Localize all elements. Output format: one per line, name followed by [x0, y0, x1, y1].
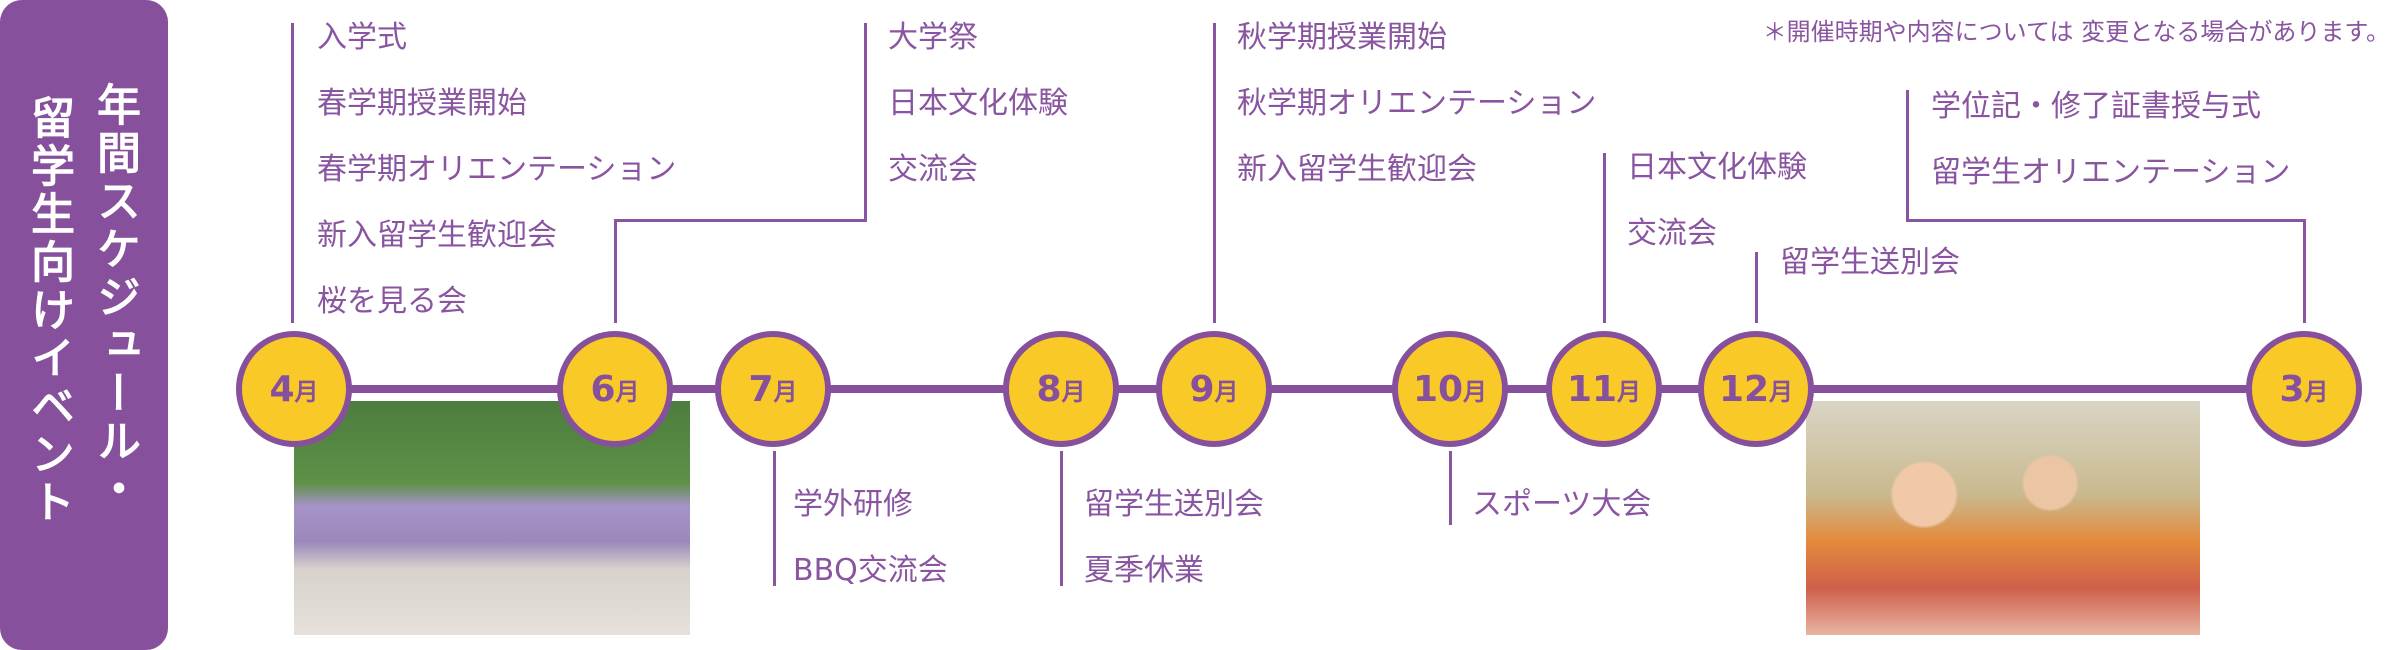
event-item: 春学期授業開始 — [317, 86, 527, 121]
event-item: 新入留学生歓迎会 — [317, 218, 557, 253]
event-item: 大学祭 — [888, 20, 978, 55]
event-item: 春学期オリエンテーション — [317, 152, 677, 187]
photo-kimono — [1806, 401, 2200, 635]
event-item: 日本文化体験 — [1627, 150, 1807, 185]
event-item: 夏季休業 — [1084, 553, 1204, 588]
events-jun: 大学祭 日本文化体験 交流会 — [888, 5, 1068, 203]
connector-nov — [1603, 153, 1606, 323]
disclaimer-note: ＊開催時期や内容については 変更となる場合があります。 — [1762, 18, 2390, 46]
event-item: BBQ交流会 — [793, 553, 948, 588]
timeline-line — [294, 385, 2304, 393]
event-item: スポーツ大会 — [1472, 487, 1652, 522]
connector-oct — [1449, 451, 1452, 525]
connector-jul — [773, 451, 776, 586]
event-item: 留学生送別会 — [1084, 487, 1264, 522]
event-item: 秋学期授業開始 — [1237, 20, 1447, 55]
events-apr: 入学式 春学期授業開始 春学期オリエンテーション 新入留学生歓迎会 桜を見る会 — [317, 5, 676, 335]
title-line1: 年間スケジュール・ — [89, 82, 140, 514]
event-item: 交流会 — [888, 152, 978, 187]
events-sep: 秋学期授業開始 秋学期オリエンテーション 新入留学生歓迎会 — [1237, 5, 1596, 203]
connector-apr — [291, 23, 294, 323]
event-item: 留学生オリエンテーション — [1931, 155, 2291, 190]
events-jul: 学外研修 BBQ交流会 — [793, 472, 948, 604]
event-item: 秋学期オリエンテーション — [1237, 86, 1597, 121]
event-item: 桜を見る会 — [317, 284, 467, 319]
events-dec: 留学生送別会 — [1780, 230, 1960, 296]
events-oct: スポーツ大会 — [1472, 472, 1651, 538]
connector-mar — [2303, 219, 2306, 323]
event-item: 学位記・修了証書授与式 — [1931, 89, 2261, 124]
event-item: 新入留学生歓迎会 — [1237, 152, 1477, 187]
events-nov: 日本文化体験 交流会 — [1627, 135, 1807, 267]
connector-dec — [1755, 252, 1758, 323]
events-aug: 留学生送別会 夏季休業 — [1084, 472, 1264, 604]
connector-sep — [1213, 23, 1216, 323]
event-item: 留学生送別会 — [1780, 245, 1960, 280]
event-item: 学外研修 — [793, 487, 913, 522]
title-line2: 留学生向けイベント — [23, 95, 74, 527]
connector-jun-h — [614, 219, 867, 222]
connector-mar-v — [1906, 90, 1909, 222]
connector-aug — [1060, 451, 1063, 586]
connector-jun-v — [864, 23, 867, 222]
title-panel: 年間スケジュール・ 留学生向けイベント — [0, 0, 168, 650]
event-item: 日本文化体験 — [888, 86, 1068, 121]
event-item: 交流会 — [1627, 216, 1717, 251]
connector-mar-h — [1906, 219, 2306, 222]
connector-jun — [614, 219, 617, 323]
events-mar: 学位記・修了証書授与式 留学生オリエンテーション — [1931, 74, 2290, 206]
event-item: 入学式 — [317, 20, 407, 55]
